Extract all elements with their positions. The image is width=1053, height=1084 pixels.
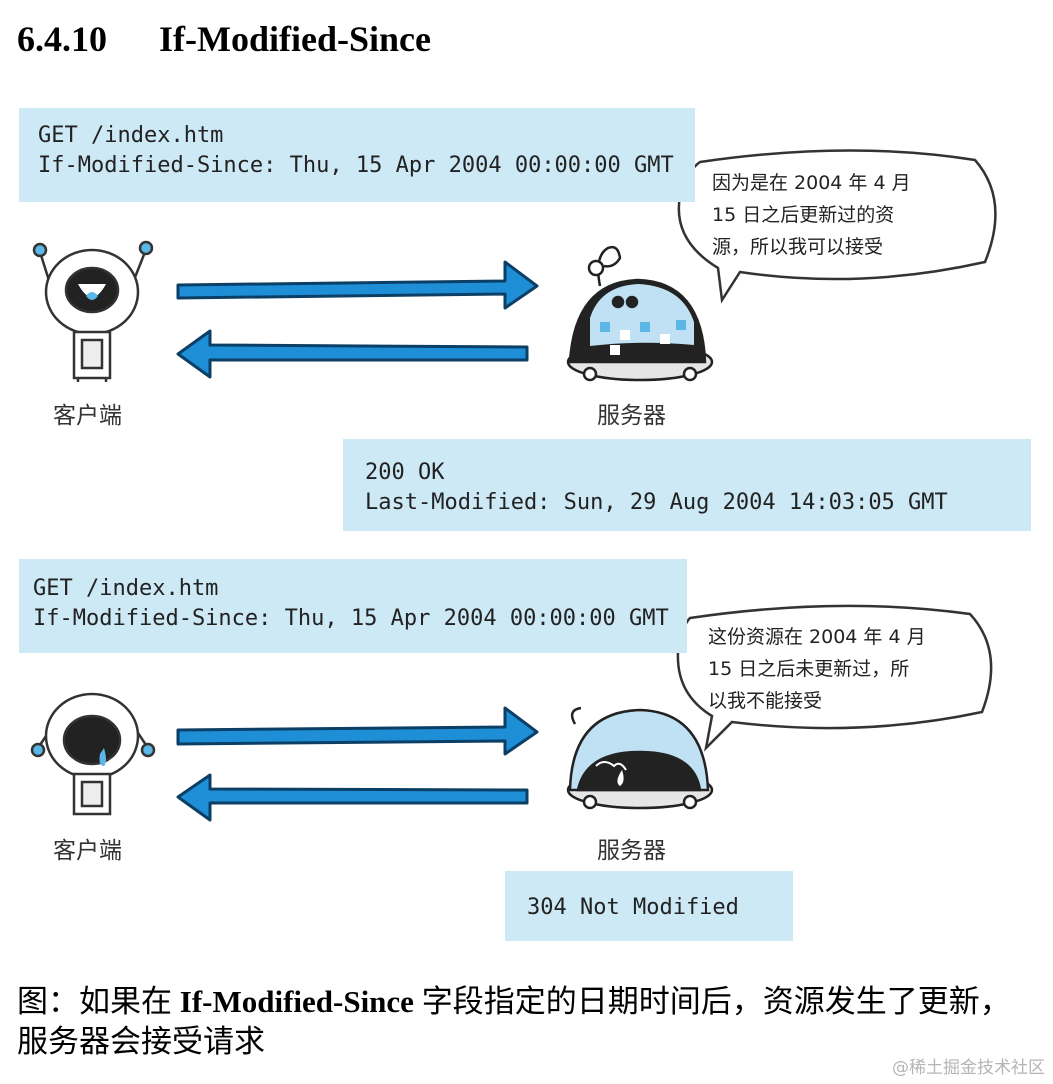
request-line: GET /index.htm (33, 576, 219, 601)
speech-bubble-2 (676, 604, 993, 752)
request-arrow-1 (176, 260, 539, 310)
caption-suffix: 字段指定的日期时间后，资源发生了更新，服务器会接受请求 (17, 984, 1011, 1059)
response-arrow-2 (176, 773, 529, 822)
response-box-2: 304 Not Modified (505, 871, 793, 941)
request-header: If-Modified-Since: Thu, 15 Apr 2004 00:0… (38, 153, 674, 178)
client-robot-sad-icon (30, 692, 156, 816)
speech-line: 15 日之后未更新过，所 (708, 658, 910, 680)
speech-line: 因为是在 2004 年 4 月 (712, 172, 911, 194)
response-arrow-1 (176, 329, 529, 379)
speech-line: 以我不能接受 (708, 690, 823, 712)
figure-caption: 图：如果在 If-Modified-Since 字段指定的日期时间后，资源发生了… (17, 982, 1037, 1062)
status-line: 304 Not Modified (527, 895, 739, 920)
response-box-1: 200 OK Last-Modified: Sun, 29 Aug 2004 1… (343, 439, 1031, 531)
server-label: 服务器 (597, 403, 666, 429)
speech-line: 15 日之后更新过的资 (712, 204, 895, 226)
caption-field-name: If-Modified-Since (179, 984, 414, 1019)
speech-text-1: 因为是在 2004 年 4 月 15 日之后更新过的资 源，所以我可以接受 (712, 167, 911, 263)
request-box-1: GET /index.htm If-Modified-Since: Thu, 1… (19, 108, 695, 202)
server-label: 服务器 (597, 838, 666, 864)
client-robot-happy-icon (32, 240, 154, 382)
section-title: If-Modified-Since (159, 19, 431, 59)
speech-line: 源，所以我可以接受 (712, 236, 884, 258)
caption-prefix: 图：如果在 (17, 984, 180, 1019)
request-line: GET /index.htm (38, 123, 224, 148)
watermark: @稀土掘金技术社区 (892, 1058, 1045, 1078)
server-sad-icon (566, 706, 714, 810)
section-number: 6.4.10 (17, 19, 107, 59)
client-label: 客户端 (53, 403, 122, 429)
section-heading: 6.4.10 If-Modified-Since (17, 18, 431, 60)
server-happy-icon (566, 245, 714, 382)
speech-bubble-1 (677, 149, 997, 304)
speech-line: 这份资源在 2004 年 4 月 (708, 626, 926, 648)
request-header: If-Modified-Since: Thu, 15 Apr 2004 00:0… (33, 606, 669, 631)
status-line: 200 OK (365, 460, 445, 485)
client-label: 客户端 (53, 838, 122, 864)
request-arrow-2 (176, 706, 539, 756)
response-header: Last-Modified: Sun, 29 Aug 2004 14:03:05… (365, 490, 948, 515)
request-box-2: GET /index.htm If-Modified-Since: Thu, 1… (19, 559, 687, 653)
speech-text-2: 这份资源在 2004 年 4 月 15 日之后未更新过，所 以我不能接受 (708, 621, 926, 717)
